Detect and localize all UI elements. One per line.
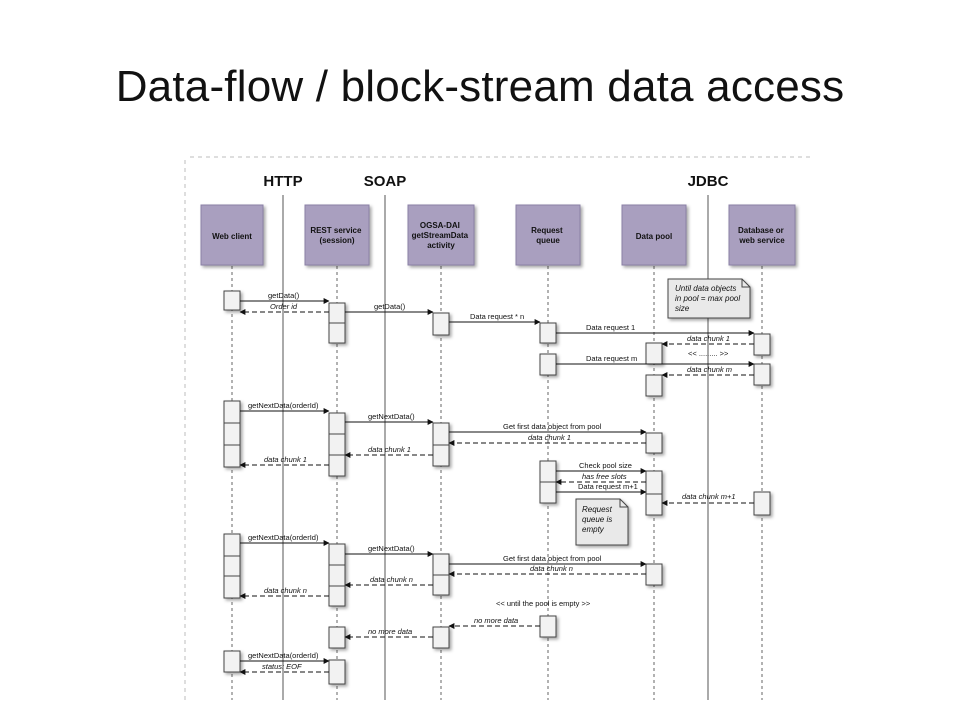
participant-label: activity — [427, 241, 455, 250]
note-line: in pool = max pool — [675, 294, 740, 303]
protocol-label: HTTP — [263, 173, 302, 190]
protocol-label: SOAP — [364, 173, 407, 190]
message-label: data chunk n — [370, 575, 413, 584]
participant-database: Database or web service — [728, 204, 796, 266]
diagram-frame — [184, 156, 810, 700]
message-label: getNextData() — [368, 544, 415, 553]
message-label: data chunk 1 — [528, 433, 571, 442]
protocol-labels: HTTP SOAP JDBC — [263, 173, 728, 190]
message-label: getNextData(orderId) — [248, 651, 319, 660]
message-label: Data request 1 — [586, 323, 635, 332]
participant-label: REST service — [310, 226, 362, 235]
message-label: no more data — [474, 616, 518, 625]
message-label: Data request m — [586, 354, 637, 363]
note-line: empty — [582, 525, 605, 534]
message-arrows — [239, 298, 755, 675]
svg-text:Request queue: Request queue — [531, 226, 565, 245]
note-queue-empty: Request queue is empty — [575, 498, 629, 546]
message-label: data chunk 1 — [368, 445, 411, 454]
message-label: no more data — [368, 627, 412, 636]
participant-label: Request — [531, 226, 563, 235]
message-label: data chunk n — [530, 564, 573, 573]
message-label: has free slots — [582, 472, 627, 481]
note-line: Until data objects — [675, 284, 736, 293]
message-label: Order id — [270, 302, 298, 311]
message-label: << until the pool is empty >> — [496, 599, 591, 608]
svg-text:Until data objects in po: Until data objects in pool = max pool si… — [675, 284, 742, 313]
participant-label: web service — [738, 236, 785, 245]
message-label: data chunk 1 — [687, 334, 730, 343]
participant-label: Web client — [212, 232, 252, 241]
participant-label: OGSA-DAI — [420, 221, 460, 230]
participant-data-pool: Data pool — [621, 204, 687, 266]
message-label: data chunk m — [687, 365, 732, 374]
participant-web-client: Web client — [200, 204, 264, 266]
participant-request-queue: Request queue — [515, 204, 581, 266]
message-label: Data request * n — [470, 312, 524, 321]
note-until-pool-max: Until data objects in pool = max pool si… — [667, 278, 751, 319]
lifelines — [231, 266, 763, 700]
note-line: Request — [582, 505, 613, 514]
message-label: status: EOF — [262, 662, 302, 671]
protocol-label: JDBC — [688, 173, 729, 190]
message-label: getData() — [374, 302, 406, 311]
message-labels: getData() Order id getData() Data reques… — [248, 291, 736, 671]
message-label: getNextData() — [368, 412, 415, 421]
participant-label: (session) — [319, 236, 354, 245]
message-label: Get first data object from pool — [503, 422, 602, 431]
svg-text:REST service (session): REST service (session) — [310, 226, 363, 245]
message-label: data chunk n — [264, 586, 307, 595]
message-label: Data request m+1 — [578, 482, 638, 491]
message-label: << ......... >> — [688, 349, 729, 358]
participant-label: queue — [536, 236, 560, 245]
participant-label: getStreamData — [412, 231, 469, 240]
message-label: Check pool size — [579, 461, 632, 470]
svg-text:Request queue is e: Request queue is empty — [582, 505, 614, 534]
participant-ogsa-dai: OGSA-DAI getStreamData activity — [407, 204, 475, 266]
svg-text:Data pool: Data pool — [636, 232, 672, 241]
message-label: data chunk m+1 — [682, 492, 736, 501]
participant-label: Database or — [738, 226, 784, 235]
participant-rest-service: REST service (session) — [304, 204, 370, 266]
message-label: getData() — [268, 291, 300, 300]
activation-boxes — [223, 290, 771, 685]
svg-text:OGSA-DAI getStreamData: OGSA-DAI getStreamData activity — [412, 221, 471, 250]
participant-label: Data pool — [636, 232, 672, 241]
message-label: getNextData(orderId) — [248, 401, 319, 410]
slide-title: Data-flow / block-stream data access — [115, 62, 845, 111]
message-label: Get first data object from pool — [503, 554, 602, 563]
message-label: getNextData(orderId) — [248, 533, 319, 542]
note-line: queue is — [582, 515, 612, 524]
svg-text:Database or web service: Database or web service — [738, 226, 786, 245]
message-label: data chunk 1 — [264, 455, 307, 464]
note-line: size — [675, 304, 690, 313]
svg-text:Web client: Web client — [212, 232, 252, 241]
